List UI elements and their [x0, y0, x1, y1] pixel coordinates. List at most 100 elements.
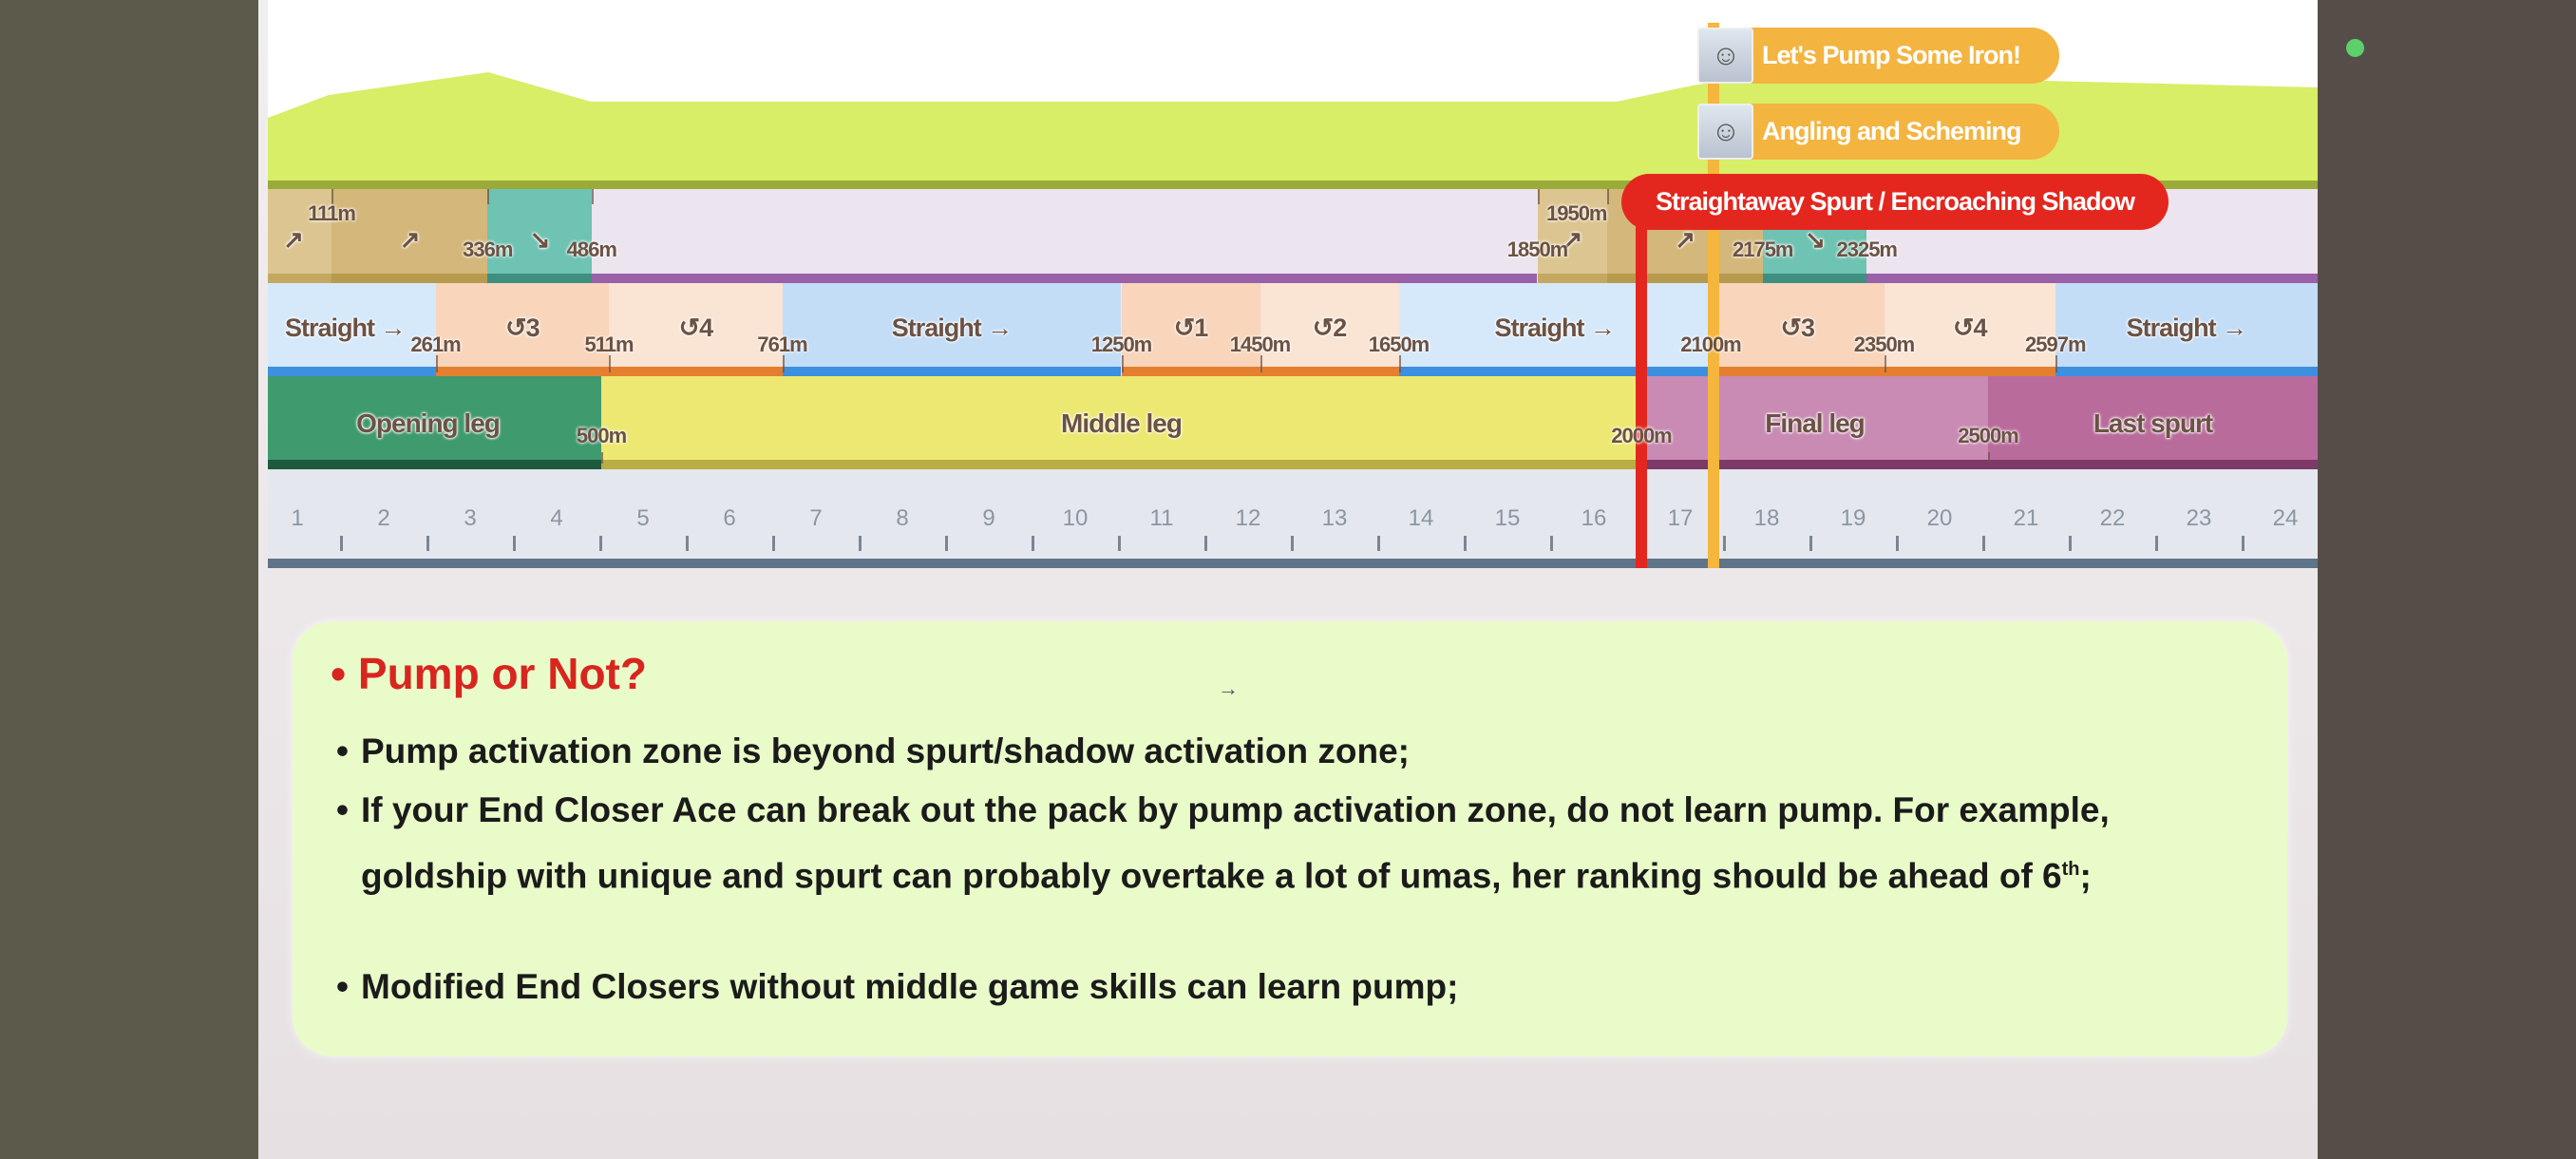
- distance-tick: [601, 452, 603, 464]
- ruler-number: 10: [1062, 505, 1089, 531]
- ruler-number: 19: [1840, 505, 1866, 531]
- segment-label: ↗: [1562, 225, 1583, 254]
- segment-bar: [331, 274, 488, 283]
- notes-box: • Pump or Not? Pump activation zone is b…: [293, 621, 2287, 1056]
- segment-label: ↘: [1805, 225, 1826, 254]
- segment-middle: [601, 376, 1641, 469]
- skill-spurt-shadow[interactable]: Straightaway Spurt / Encroaching Shadow: [1621, 174, 2169, 230]
- ruler-number: 23: [2186, 505, 2212, 531]
- ruler-tick: [1118, 536, 1121, 551]
- skill-pump[interactable]: ☺ Let's Pump Some Iron!: [1697, 28, 2059, 84]
- distance-label: 2325m: [1836, 238, 1898, 261]
- ruler-number: 6: [723, 505, 736, 531]
- distance-tick: [435, 355, 438, 372]
- segment-bar: [1988, 460, 2318, 469]
- ruler-number: 7: [809, 505, 823, 531]
- ruler-number: 2: [377, 505, 390, 531]
- segment-bar: [609, 367, 783, 376]
- segment-bar: [601, 460, 1641, 469]
- spurt-marker-line: [1636, 178, 1647, 568]
- segment-corner2: [1260, 283, 1399, 376]
- ruler-number: 18: [1753, 505, 1780, 531]
- segment-bar: [268, 274, 332, 283]
- ruler-tick: [1982, 536, 1985, 551]
- segment-opening: [268, 376, 601, 469]
- segment-up: [1537, 189, 1607, 283]
- distance-tick: [1537, 189, 1540, 204]
- segment-label: Straight →: [891, 314, 1013, 342]
- distance-label: 261m: [410, 332, 461, 356]
- skill-angling[interactable]: ☺ Angling and Scheming: [1697, 104, 2059, 160]
- segment-bar: [268, 367, 436, 376]
- segment-last: [1988, 376, 2318, 469]
- distance-tick: [1260, 355, 1262, 372]
- ruler-number: 17: [1667, 505, 1694, 531]
- ruler-tick: [772, 536, 775, 551]
- bullet-3: Modified End Closers without middle game…: [336, 958, 2261, 1016]
- ruler-tick: [1377, 536, 1380, 551]
- segment-straight: [268, 283, 436, 376]
- distance-tick: [1121, 355, 1124, 372]
- ruler-tick: [1550, 536, 1553, 551]
- segment-corner: [1711, 283, 1885, 376]
- ruler-number: 4: [550, 505, 563, 531]
- distance-label: 2597m: [2025, 332, 2087, 356]
- distance-label: 1950m: [1545, 201, 1608, 225]
- recording-indicator-dot: [2346, 39, 2364, 57]
- segment-label: ↺3: [1780, 314, 1815, 342]
- distance-label: 111m: [308, 201, 356, 225]
- segment-bar: [2055, 367, 2318, 376]
- ruler-tick: [599, 536, 602, 551]
- segment-bar: [1260, 367, 1399, 376]
- segment-label: Straight →: [1494, 314, 1616, 342]
- skill-label: Straightaway Spurt / Encroaching Shadow: [1655, 187, 2135, 216]
- segment-label: ↗: [399, 225, 421, 254]
- segment-label: ↺2: [1312, 314, 1348, 342]
- skill-label: Let's Pump Some Iron!: [1762, 41, 2021, 69]
- bullet-1: Pump activation zone is beyond spurt/sha…: [336, 722, 2261, 781]
- ruler-number: 22: [2099, 505, 2126, 531]
- ruler-tick: [1291, 536, 1294, 551]
- segment-bar: [1537, 274, 1607, 283]
- segment-label: ↺3: [504, 314, 540, 342]
- right-letterbox: [2318, 0, 2576, 1159]
- distance-label: 511m: [584, 332, 634, 356]
- segment-label: ↺1: [1173, 314, 1209, 342]
- segment-bar: [268, 460, 601, 469]
- distance-label: 761m: [757, 332, 807, 356]
- distance-tick: [2055, 355, 2057, 372]
- distance-label: 2500m: [1958, 424, 2019, 447]
- ruler-tick: [1896, 536, 1899, 551]
- distance-tick: [1398, 355, 1401, 372]
- ruler-number: 21: [2013, 505, 2039, 531]
- segment-straight2: [782, 283, 1122, 376]
- segment-down: [487, 189, 592, 283]
- avatar: ☺: [1697, 28, 1753, 84]
- distance-tick: [1988, 452, 1990, 464]
- segment-bar: [782, 367, 1122, 376]
- ruler-number: 11: [1149, 505, 1174, 531]
- ruler-tick: [426, 536, 429, 551]
- segment-bar: [1866, 274, 2318, 283]
- bullet-2: If your End Closer Ace can break out the…: [336, 781, 2261, 905]
- segment-label: Straight →: [2126, 314, 2248, 342]
- segment-corner2: [609, 283, 783, 376]
- ruler-number: 14: [1408, 505, 1434, 531]
- ruler-tick: [2242, 536, 2245, 551]
- ruler-number: 9: [982, 505, 995, 531]
- distance-tick: [331, 189, 334, 204]
- notes-title: • Pump or Not?: [331, 649, 647, 698]
- segment-flat: [591, 189, 1538, 283]
- segment-label: Opening leg: [356, 408, 501, 438]
- ruler-number: 15: [1494, 505, 1521, 531]
- distance-label: 500m: [576, 424, 627, 447]
- segment-up2: [331, 189, 488, 283]
- segment-bar: [1711, 367, 1885, 376]
- ruler-tick: [686, 536, 689, 551]
- segment-label: ↺4: [678, 314, 713, 342]
- segment-label: ↗: [1675, 225, 1695, 254]
